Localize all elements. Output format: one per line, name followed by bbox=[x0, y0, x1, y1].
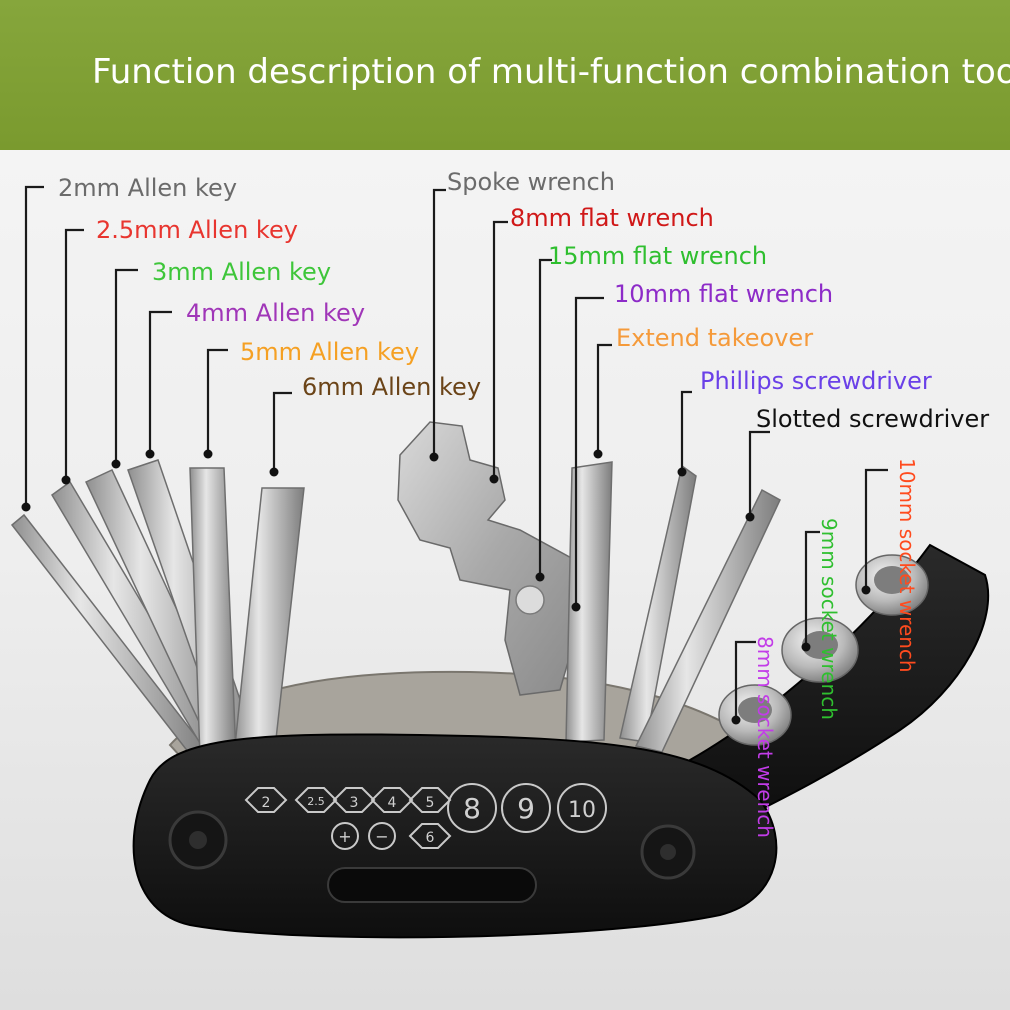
svg-text:6: 6 bbox=[426, 830, 435, 846]
leader-socket-8 bbox=[734, 640, 756, 718]
svg-text:−: − bbox=[375, 827, 388, 846]
leader-slotted bbox=[748, 430, 770, 515]
leader-socket-9 bbox=[804, 530, 820, 645]
svg-text:+: + bbox=[338, 827, 351, 846]
size-mark-2-5: 2.5 bbox=[294, 787, 338, 813]
svg-text:10: 10 bbox=[568, 798, 596, 823]
spoke-wrench-blade bbox=[397, 421, 581, 696]
leader-flat-10 bbox=[574, 296, 604, 605]
label-spoke-wrench: Spoke wrench bbox=[447, 168, 615, 196]
label-allen-2-5: 2.5mm Allen key bbox=[96, 216, 298, 244]
handle-slot bbox=[327, 867, 537, 903]
label-slotted-screwdriver: Slotted screwdriver bbox=[756, 405, 990, 433]
slotted-screwdriver bbox=[634, 488, 781, 753]
size-mark-8: 8 bbox=[447, 783, 497, 833]
svg-text:2: 2 bbox=[262, 795, 271, 811]
tool-handle bbox=[132, 733, 778, 939]
allen-keys bbox=[10, 459, 305, 764]
extend-takeover-bar bbox=[565, 461, 613, 743]
socket-10mm bbox=[855, 554, 929, 616]
handle-size-marks: 2 2.5 3 4 5 + − 6 8 9 10 bbox=[244, 783, 607, 850]
label-socket-wrench-8: 8mm socket wrench bbox=[753, 636, 777, 838]
label-flat-wrench-8: 8mm flat wrench bbox=[510, 204, 714, 232]
leader-allen-3 bbox=[114, 268, 138, 462]
svg-text:3: 3 bbox=[350, 795, 359, 811]
label-flat-wrench-15: 15mm flat wrench bbox=[548, 242, 768, 270]
label-allen-4: 4mm Allen key bbox=[186, 299, 366, 327]
size-mark-10: 10 bbox=[557, 783, 607, 833]
label-phillips-screwdriver: Phillips screwdriver bbox=[700, 367, 932, 395]
size-mark-minus: − bbox=[368, 822, 396, 850]
svg-text:8: 8 bbox=[463, 792, 481, 825]
size-mark-3: 3 bbox=[332, 787, 376, 813]
leader-allen-4 bbox=[148, 310, 172, 452]
svg-text:5: 5 bbox=[426, 795, 435, 811]
size-mark-plus: + bbox=[331, 822, 359, 850]
label-socket-wrench-9: 9mm socket wrench bbox=[817, 518, 841, 720]
leader-allen-2-5 bbox=[64, 228, 84, 478]
leader-spoke bbox=[432, 188, 446, 455]
label-allen-6: 6mm Allen key bbox=[302, 373, 482, 401]
leader-phillips bbox=[680, 390, 692, 470]
svg-text:9: 9 bbox=[517, 792, 535, 825]
label-flat-wrench-10: 10mm flat wrench bbox=[614, 280, 834, 308]
socket-arm bbox=[688, 543, 990, 822]
label-socket-wrench-10: 10mm socket wrench bbox=[895, 458, 919, 673]
leader-lines bbox=[21, 185, 888, 725]
leader-flat-8 bbox=[492, 220, 508, 477]
label-extend-takeover: Extend takeover bbox=[616, 324, 814, 352]
label-allen-5: 5mm Allen key bbox=[240, 338, 420, 366]
socket-9mm bbox=[781, 617, 859, 683]
banner-title: Function description of multi-function c… bbox=[92, 52, 1010, 92]
spoke-wrench-hole bbox=[515, 585, 545, 615]
label-allen-2: 2mm Allen key bbox=[58, 174, 238, 202]
svg-text:4: 4 bbox=[388, 795, 397, 811]
size-mark-6: 6 bbox=[408, 823, 452, 849]
size-mark-9: 9 bbox=[501, 783, 551, 833]
leader-allen-6 bbox=[272, 391, 292, 470]
leader-allen-2 bbox=[24, 185, 44, 505]
leader-flat-15 bbox=[538, 258, 552, 575]
svg-text:2.5: 2.5 bbox=[307, 795, 325, 808]
size-mark-2: 2 bbox=[244, 787, 288, 813]
label-allen-3: 3mm Allen key bbox=[152, 258, 332, 286]
leader-allen-5 bbox=[206, 348, 228, 452]
leader-socket-10 bbox=[864, 468, 888, 588]
size-mark-4: 4 bbox=[370, 787, 414, 813]
leader-extend bbox=[596, 343, 612, 452]
title-banner: Function description of multi-function c… bbox=[0, 0, 1010, 150]
